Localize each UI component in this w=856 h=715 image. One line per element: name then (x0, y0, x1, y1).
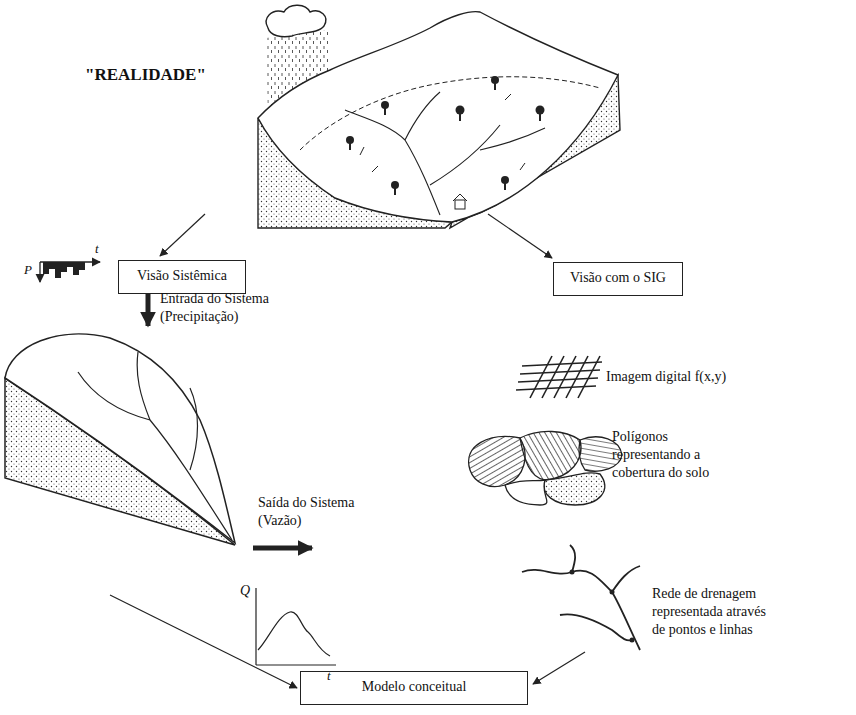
arrow (488, 214, 552, 258)
title-label: "REALIDADE" (85, 64, 206, 86)
hydrograph (256, 588, 336, 665)
process-box: Visão com o SIG (553, 262, 683, 296)
process-box: Visão Sistêmica (118, 260, 246, 294)
box-label: Visão com o SIG (564, 269, 672, 287)
axis-label: P (24, 262, 32, 279)
raster-grid (516, 356, 602, 398)
axis-label: Q (240, 582, 250, 600)
arrow (110, 595, 297, 688)
process-box: Modelo conceitual (300, 671, 528, 705)
note-label: Imagem digital f(x,y) (606, 368, 846, 386)
note-label: Saída do Sistema (Vazão) (258, 494, 378, 530)
note-label: Polígonos representando a cobertura do s… (612, 428, 737, 483)
drainage-network (522, 545, 640, 650)
axis-label: t (95, 241, 99, 258)
reality-block (258, 5, 620, 228)
arrow (533, 652, 585, 684)
catchment-block (5, 334, 235, 545)
axis-label: t (327, 668, 331, 685)
note-label: Entrada do Sistema (Precipitação) (160, 290, 300, 326)
box-label: Modelo conceitual (311, 678, 517, 696)
hyetograph (40, 262, 100, 282)
box-label: Visão Sistêmica (129, 267, 235, 285)
output-arrow (253, 546, 312, 551)
note-label: Rede de drenagem representada através de… (652, 585, 777, 640)
input-arrow (146, 292, 151, 326)
arrow (160, 214, 205, 256)
land-cover-polygons (469, 431, 622, 505)
